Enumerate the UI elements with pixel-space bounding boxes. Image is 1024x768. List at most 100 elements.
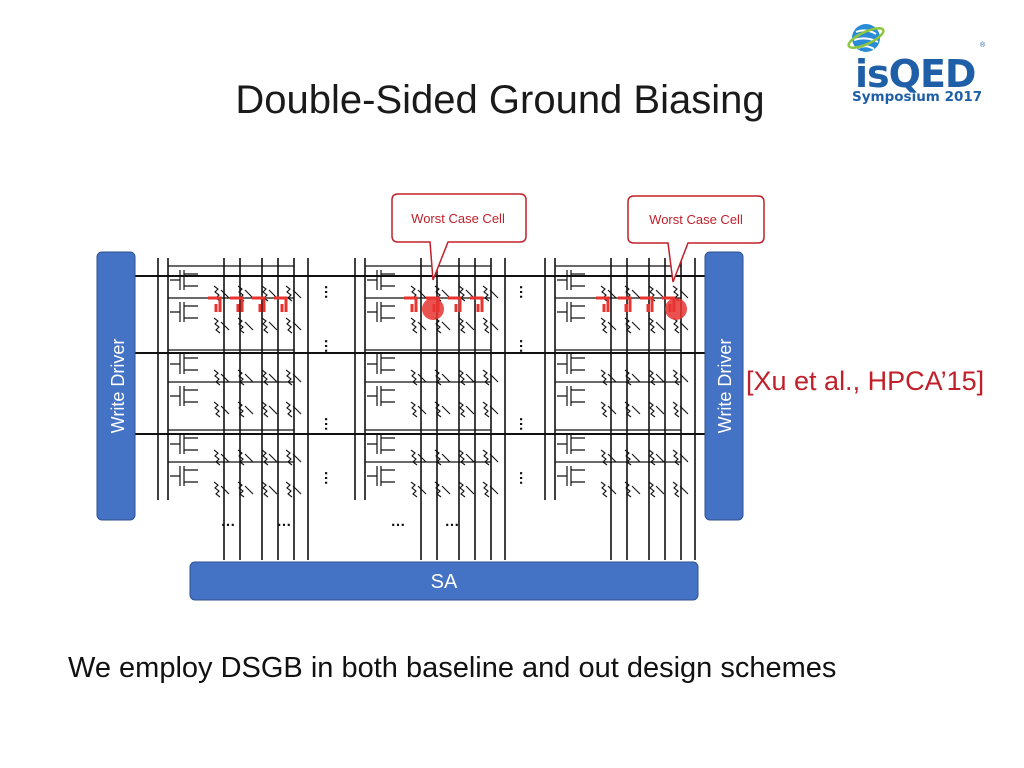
isqed-logo: isQED ® Symposium 2017	[846, 18, 996, 108]
ellipsis-horizontal: …	[445, 513, 460, 530]
memory-cell-resistor	[237, 401, 254, 418]
memory-cell-resistor	[600, 369, 617, 386]
transistor	[170, 434, 198, 454]
memory-cell-resistor	[261, 449, 278, 466]
memory-cell-resistor	[482, 401, 499, 418]
transistor	[367, 386, 395, 406]
memory-cell-resistor	[458, 317, 475, 334]
callout-box-1	[391, 193, 527, 281]
memory-cell-resistor	[624, 369, 641, 386]
memory-cell-resistor	[434, 449, 451, 466]
memory-cell-resistor	[237, 317, 254, 334]
memory-cell-resistor	[213, 481, 230, 498]
memory-cell-resistor	[213, 317, 230, 334]
transistor	[170, 302, 198, 322]
highlighted-resistor	[640, 296, 654, 312]
memory-cell-resistor	[434, 317, 451, 334]
memory-cell-resistor	[672, 317, 689, 334]
transistor	[557, 302, 585, 322]
write-driver-right	[704, 251, 744, 521]
ellipsis-vertical: …	[516, 471, 533, 486]
ellipsis-vertical: …	[321, 417, 338, 432]
memory-cell-resistor	[648, 481, 665, 498]
highlighted-resistor	[470, 296, 484, 312]
memory-cell-resistor	[261, 481, 278, 498]
memory-cell-resistor	[261, 401, 278, 418]
worst-case-cell-marker	[422, 298, 444, 320]
callout-text-1: Worst Case Cell	[411, 211, 505, 226]
transistor	[557, 466, 585, 486]
callout-box-2	[627, 195, 765, 283]
ellipsis-horizontal: …	[391, 513, 406, 530]
sense-amplifier	[189, 561, 699, 601]
memory-cell-resistor	[648, 369, 665, 386]
memory-cell-resistor	[600, 317, 617, 334]
memory-cell-resistor	[261, 369, 278, 386]
transistor	[170, 386, 198, 406]
memory-cell-resistor	[434, 369, 451, 386]
logo-subtitle: Symposium 2017	[852, 89, 983, 105]
memory-cell-resistor	[624, 317, 641, 334]
memory-cell-resistor	[285, 481, 302, 498]
highlighted-resistor	[252, 296, 266, 312]
citation: [Xu et al., HPCA’15]	[746, 366, 985, 396]
ellipsis-marks: ………………………………	[221, 285, 534, 531]
sense-amplifier-label: SA	[431, 571, 458, 593]
memory-cell-resistor	[482, 481, 499, 498]
logo-name: isQED	[855, 52, 976, 96]
array-wires	[135, 258, 705, 560]
transistor	[367, 354, 395, 374]
memory-cell-resistor	[285, 401, 302, 418]
logo-registered-mark: ®	[980, 42, 986, 49]
worst-case-cell-marker	[665, 298, 687, 320]
memory-cell-resistor	[410, 317, 427, 334]
transistor	[557, 354, 585, 374]
ellipsis-vertical: …	[516, 339, 533, 354]
memory-cells	[168, 265, 689, 498]
transistor	[367, 466, 395, 486]
memory-cell-resistor	[624, 481, 641, 498]
transistor	[367, 270, 395, 290]
transistor	[557, 386, 585, 406]
worst-case-highlights	[208, 296, 687, 320]
memory-cell-resistor	[648, 401, 665, 418]
ellipsis-vertical: …	[516, 285, 533, 300]
callout-text-2: Worst Case Cell	[649, 212, 743, 227]
memory-cell-resistor	[648, 317, 665, 334]
memory-cell-resistor	[410, 481, 427, 498]
memory-cell-resistor	[410, 449, 427, 466]
memory-cell-resistor	[458, 481, 475, 498]
memory-cell-resistor	[237, 369, 254, 386]
highlighted-resistor	[230, 296, 244, 312]
memory-cell-resistor	[624, 449, 641, 466]
memory-cell-resistor	[482, 317, 499, 334]
ellipsis-horizontal: …	[221, 513, 236, 530]
memory-cell-resistor	[672, 401, 689, 418]
memory-cell-resistor	[285, 317, 302, 334]
memory-cell-resistor	[410, 369, 427, 386]
highlighted-resistor	[404, 296, 418, 312]
transistor	[367, 434, 395, 454]
highlighted-resistor	[596, 296, 610, 312]
memory-cell-resistor	[600, 401, 617, 418]
caption: We employ DSGB in both baseline and out …	[68, 652, 837, 684]
memory-cell-resistor	[458, 449, 475, 466]
transistor	[170, 270, 198, 290]
memory-cell-resistor	[624, 401, 641, 418]
ellipsis-horizontal: …	[277, 513, 292, 530]
transistor	[170, 354, 198, 374]
transistor	[557, 270, 585, 290]
transistor	[557, 434, 585, 454]
highlighted-resistor	[274, 296, 288, 312]
memory-cell-resistor	[600, 481, 617, 498]
highlighted-resistor	[618, 296, 632, 312]
ellipsis-vertical: …	[321, 471, 338, 486]
memory-cell-resistor	[237, 449, 254, 466]
memory-cell-resistor	[458, 401, 475, 418]
write-driver-left	[96, 251, 136, 521]
slide-title: Double-Sided Ground Biasing	[235, 78, 765, 122]
highlighted-resistor	[208, 296, 222, 312]
memory-cell-resistor	[410, 401, 427, 418]
memory-cell-resistor	[213, 369, 230, 386]
